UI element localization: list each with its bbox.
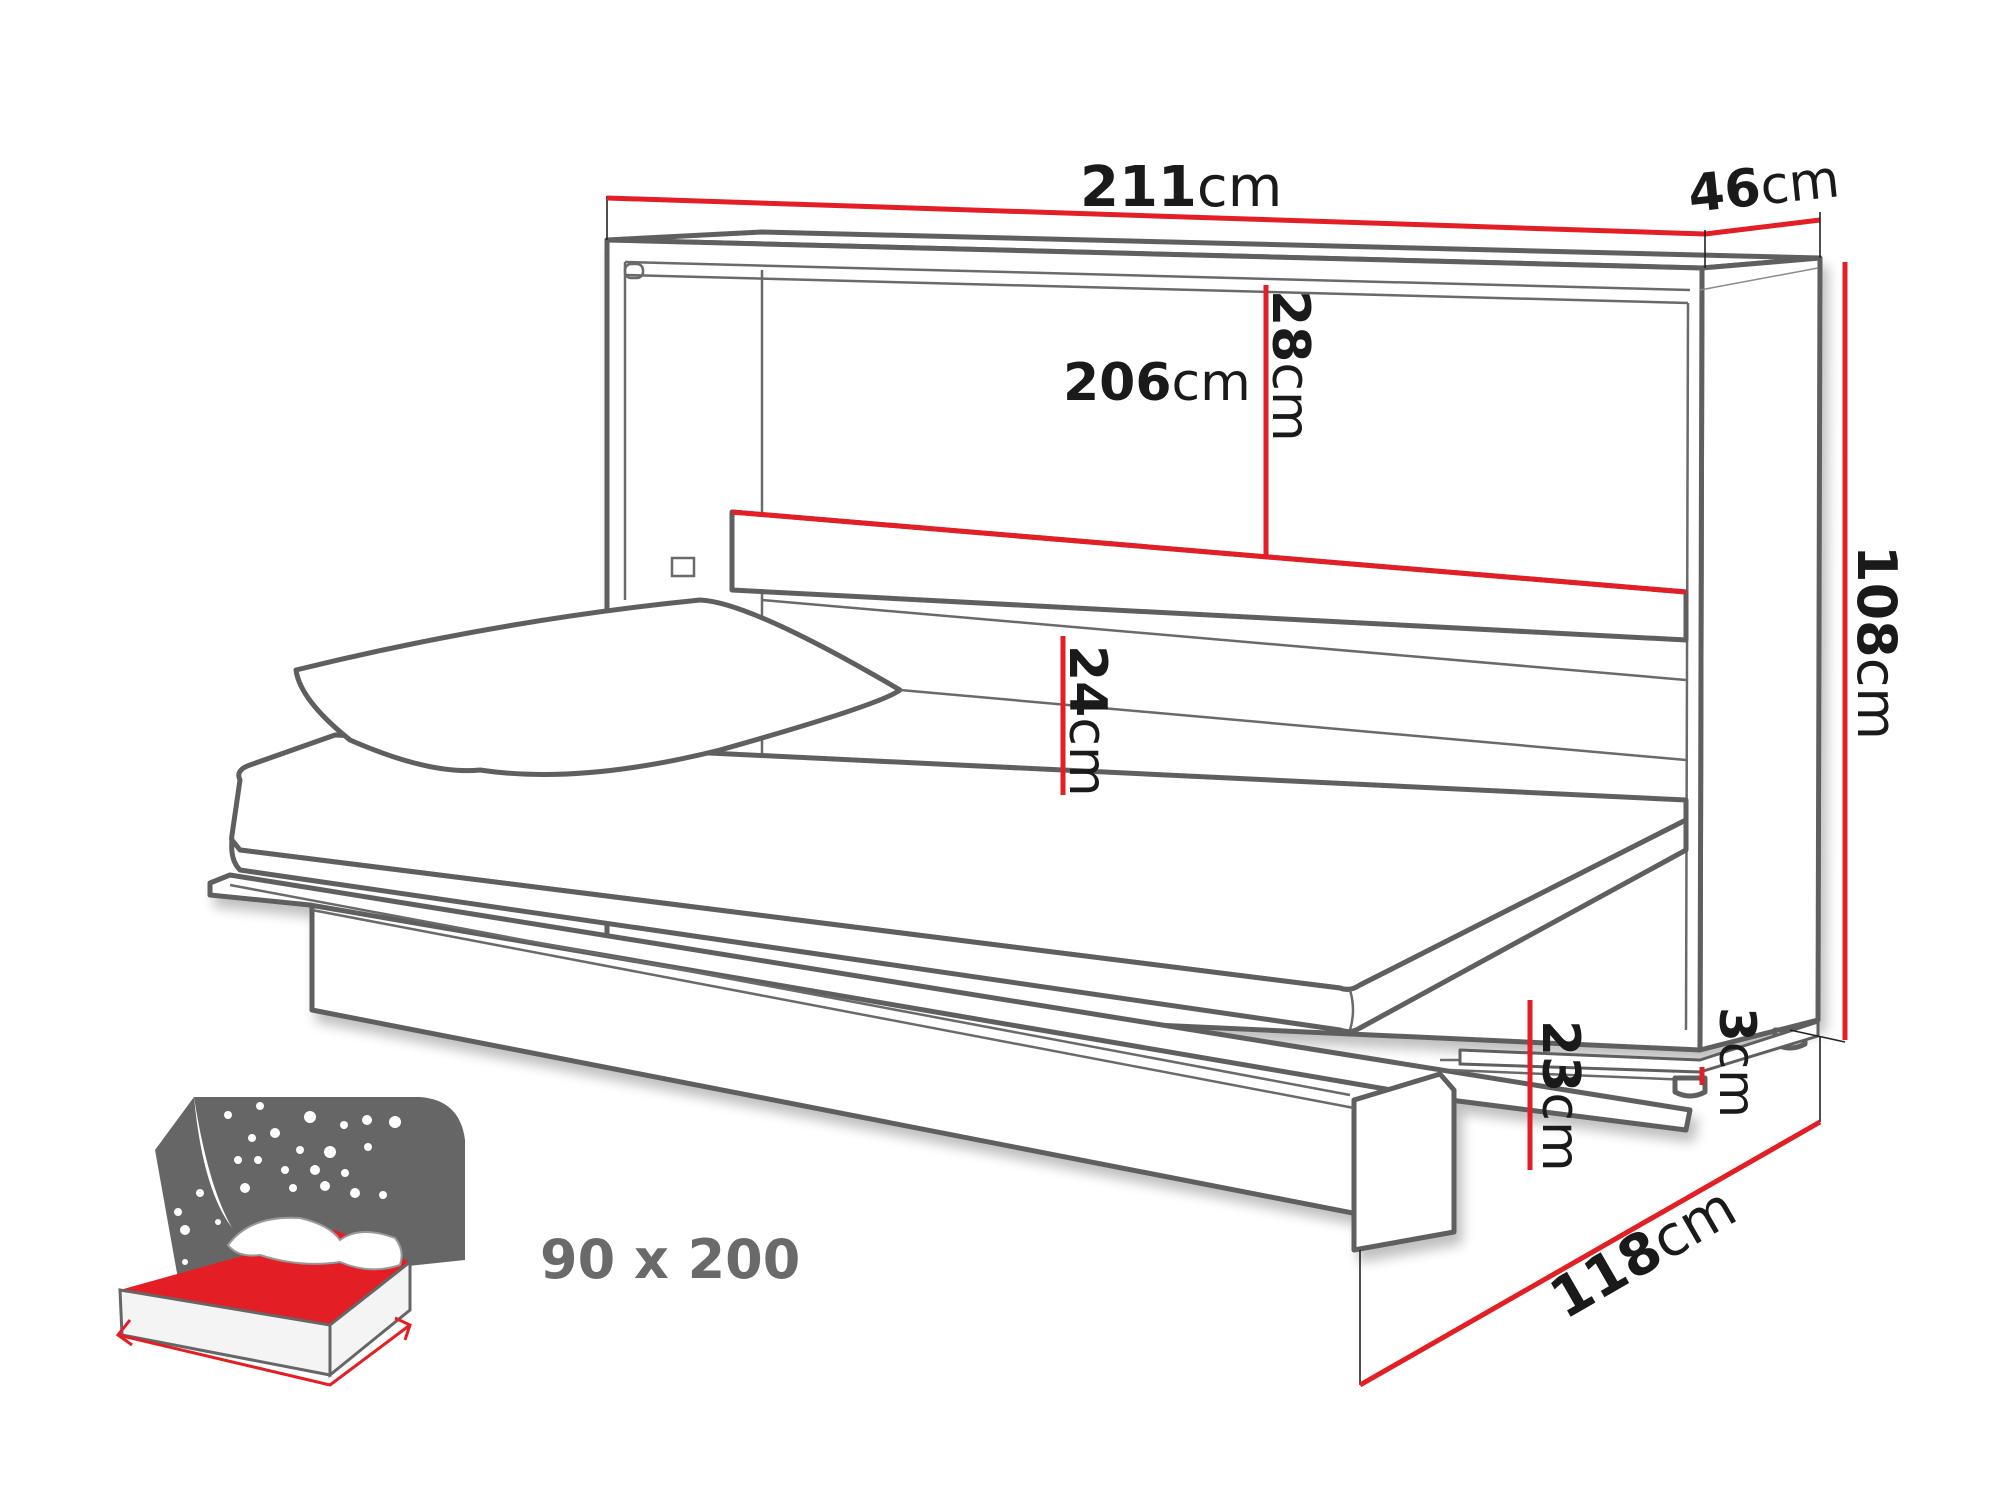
mattress-size-label: 90 x 200 — [540, 1228, 800, 1291]
label-24: 24cm — [1057, 645, 1117, 797]
svg-text:206cm: 206cm — [1063, 353, 1251, 413]
svg-text:46cm: 46cm — [1685, 149, 1842, 225]
hinge-icon — [670, 556, 696, 578]
dim-line-118 — [1358, 1119, 1822, 1388]
svg-text:3cm: 3cm — [1708, 1007, 1766, 1118]
bed-deck — [207, 872, 1693, 1133]
svg-text:118cm: 118cm — [1540, 1175, 1748, 1332]
dim-line-206 — [731, 509, 1687, 595]
mattress-side — [229, 817, 1689, 1035]
cabinet-right-panel — [1697, 255, 1823, 1053]
stars-icon — [174, 1102, 401, 1265]
bed-leg-panel — [1351, 1071, 1457, 1253]
foot-front — [1672, 1075, 1708, 1099]
bracket-icon — [623, 262, 645, 280]
dim-line-211 — [606, 195, 1706, 237]
svg-text:108cm: 108cm — [1845, 545, 1908, 740]
dim-line-46 — [1704, 217, 1821, 237]
label-211: 211cm — [1080, 155, 1282, 220]
label-23: 23cm — [1530, 1020, 1590, 1172]
mattress — [229, 732, 1689, 1035]
pillow — [293, 597, 903, 777]
svg-text:28cm: 28cm — [1260, 290, 1320, 442]
svg-text:24cm: 24cm — [1057, 645, 1117, 797]
svg-text:23cm: 23cm — [1530, 1020, 1590, 1172]
label-3: 3cm — [1708, 1007, 1766, 1118]
label-28: 28cm — [1260, 290, 1320, 442]
bed-frame — [207, 872, 1693, 1253]
bed-night-sky-icon — [115, 1097, 465, 1387]
dimension-lines — [606, 195, 1848, 1388]
label-108: 108cm — [1845, 545, 1908, 740]
label-206: 206cm — [1063, 353, 1251, 413]
svg-text:211cm: 211cm — [1080, 155, 1282, 220]
label-46: 46cm — [1685, 149, 1842, 225]
label-118: 118cm — [1540, 1175, 1748, 1332]
